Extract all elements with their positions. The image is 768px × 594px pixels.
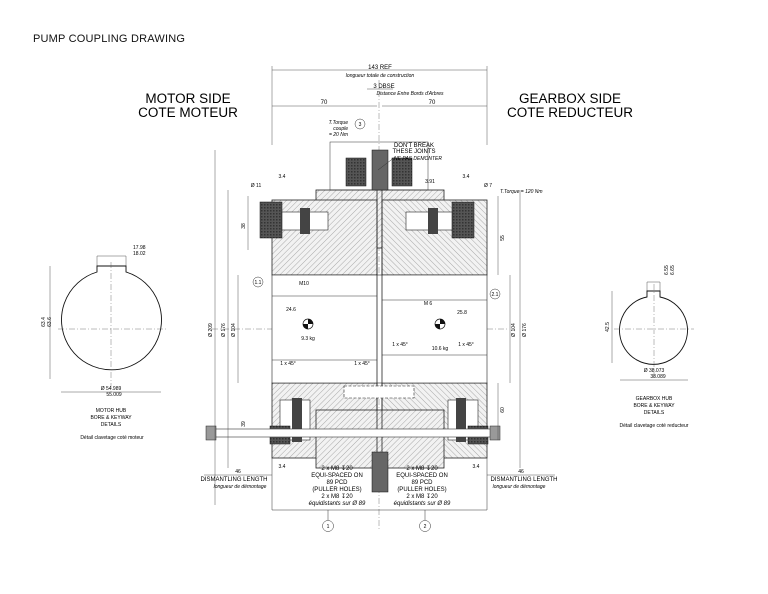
dim-m6: M 6 (424, 301, 433, 307)
dbse-dim: 3 DBSE (373, 84, 394, 90)
dim-60: 60 (500, 407, 506, 413)
svg-text:89 PCD: 89 PCD (326, 480, 348, 486)
motor-key-top-1: 17.98 (133, 245, 146, 251)
gearbox-dia-1: Ø 38.073 (644, 368, 665, 374)
dim-d11: Ø 11 (251, 183, 262, 189)
svg-text:2 x M8 ↧20: 2 x M8 ↧20 (321, 465, 353, 472)
chamfer-b: 1 x 45° (354, 361, 370, 367)
gearbox-key-top-1: 6.55 (664, 265, 670, 275)
motor-caption-fr: Détail clavetage coté moteur (80, 435, 144, 441)
left-dimensions: Ø 209 Ø 176 Ø 104 38 39 Ø 11 3.4 M10 24.… (208, 150, 370, 505)
balloon-1-1: 1.1 (255, 280, 262, 286)
dismantling-left: DISMANTLING LENGTH (200, 477, 267, 483)
motor-caption-2: BORE & KEYWAY (90, 415, 132, 421)
dim-d176: Ø 176 (221, 323, 227, 337)
dismantling-left-fr: longueur de démontage (214, 484, 267, 490)
chamfer-c: 1 x 45° (392, 342, 408, 348)
puller-holes-left: 2 x M8 ↧20 EQUI-SPACED ON 89 PCD (PULLER… (309, 465, 366, 507)
balloon-2: 2 (424, 524, 427, 530)
mass-right: 10.6 kg (432, 346, 449, 352)
motor-bore-1: 63.4 (41, 317, 47, 327)
balloon-3: 3 (359, 122, 362, 128)
mass-left: 9.3 kg (301, 336, 315, 342)
svg-text:2 x M8 ↧20: 2 x M8 ↧20 (406, 493, 438, 500)
motor-hub-detail: 17.98 18.02 63.4 63.6 Ø 54.989 55.009 MO… (41, 245, 166, 441)
dont-break-fr: NE PAS DEMONTER (394, 156, 442, 162)
dim-3-4-c: 3.4 (279, 464, 286, 470)
overall-length-dim: 143 REF (368, 65, 392, 71)
gearbox-caption-3: DETAILS (644, 410, 665, 416)
dismantling-right: DISMANTLING LENGTH (490, 477, 557, 483)
dim-24-6: 24.6 (286, 307, 296, 313)
overall-length-fr: longueur totale de construction (346, 73, 415, 79)
dim-d104l: Ø 104 (231, 323, 237, 337)
motor-side-title-fr: COTE MOTEUR (138, 105, 238, 120)
dim-d7: Ø 7 (484, 183, 492, 189)
right-dimensions: Ø 176 Ø 104 55 60 Ø 7 3.91 3.4 M 6 25.8 … (392, 174, 528, 470)
dim-3-4-b: 3.4 (463, 174, 470, 180)
motor-dia-1: Ø 54.989 (101, 386, 122, 392)
gearbox-key-top-2: 6.65 (670, 265, 676, 275)
svg-text:(PULLER HOLES): (PULLER HOLES) (397, 487, 446, 493)
chamfer-d: 1 x 45° (458, 342, 474, 348)
svg-text:(PULLER HOLES): (PULLER HOLES) (312, 487, 361, 493)
dont-break-1: DON'T BREAK (394, 143, 434, 149)
puller-holes-right: 2 x M8 ↧20 EQUI-SPACED ON 89 PCD (PULLER… (394, 465, 451, 507)
gearbox-dia-2: 38.089 (650, 374, 666, 380)
dim-d104r: Ø 104 (511, 323, 517, 337)
dismantling-right-fr: longueur de démontage (493, 484, 546, 490)
gearbox-caption-2: BORE & KEYWAY (633, 403, 675, 409)
torque-right: T.Torque = 120 Nm (500, 189, 543, 195)
dim-d209: Ø 209 (208, 323, 214, 337)
motor-caption-1: MOTOR HUB (96, 408, 127, 414)
torque-left-1: T.Torque (329, 120, 349, 126)
balloon-1: 1 (327, 524, 330, 530)
svg-text:équidistants sur Ø 89: équidistants sur Ø 89 (309, 501, 366, 507)
dim-3-4-a: 3.4 (279, 174, 286, 180)
motor-dia-2: 55.009 (106, 392, 122, 398)
dbse-fr: Distance Entre Bords d'Arbres (376, 91, 444, 97)
right-70-dim: 70 (429, 100, 436, 106)
svg-text:89 PCD: 89 PCD (411, 480, 433, 486)
gearbox-side-title-fr: COTE REDUCTEUR (507, 105, 633, 120)
svg-text:EQUI-SPACED ON: EQUI-SPACED ON (396, 473, 448, 479)
gearbox-caption-1: GEARBOX HUB (636, 396, 673, 402)
svg-text:2 x M8 ↧20: 2 x M8 ↧20 (406, 465, 438, 472)
svg-text:équidistants sur Ø 89: équidistants sur Ø 89 (394, 501, 451, 507)
dim-25-8: 25.8 (457, 310, 467, 316)
motor-side-title: MOTOR SIDE (145, 91, 230, 106)
dim-46-right: 46 (518, 469, 524, 475)
torque-left-2: couple (333, 126, 348, 132)
dim-46-left: 46 (235, 469, 241, 475)
gearbox-caption-fr: Détail clavetage coté reducteur (620, 423, 689, 429)
dim-38: 38 (241, 223, 247, 229)
dim-55: 55 (500, 235, 506, 241)
gearbox-side-title: GEARBOX SIDE (519, 91, 621, 106)
top-dimensions: 143 REF longueur totale de construction … (271, 65, 488, 145)
dim-39: 39 (241, 421, 247, 427)
svg-text:2 x M8 ↧20: 2 x M8 ↧20 (321, 493, 353, 500)
motor-bore-2: 63.6 (47, 317, 53, 327)
motor-caption-3: DETAILS (101, 422, 122, 428)
dim-3-4-d: 3.4 (473, 464, 480, 470)
dim-m10: M10 (299, 281, 309, 287)
motor-key-top-2: 18.02 (133, 251, 146, 257)
page-title: PUMP COUPLING DRAWING (33, 33, 186, 45)
dont-break-2: THESE JOINTS (392, 149, 435, 155)
left-70-dim: 70 (321, 100, 328, 106)
dim-3-91: 3.91 (425, 179, 435, 185)
coupling-assembly (205, 141, 501, 493)
chamfer-a: 1 x 45° (280, 361, 296, 367)
torque-left-3: = 20 Nm (329, 132, 348, 138)
svg-text:EQUI-SPACED ON: EQUI-SPACED ON (311, 473, 363, 479)
balloon-2-1: 2.1 (492, 292, 499, 298)
dim-d176r: Ø 176 (522, 323, 528, 337)
gearbox-bore: 42.5 (605, 322, 611, 332)
gearbox-hub-detail: 6.55 6.65 42.5 Ø 38.073 38.089 GEARBOX H… (605, 265, 694, 429)
